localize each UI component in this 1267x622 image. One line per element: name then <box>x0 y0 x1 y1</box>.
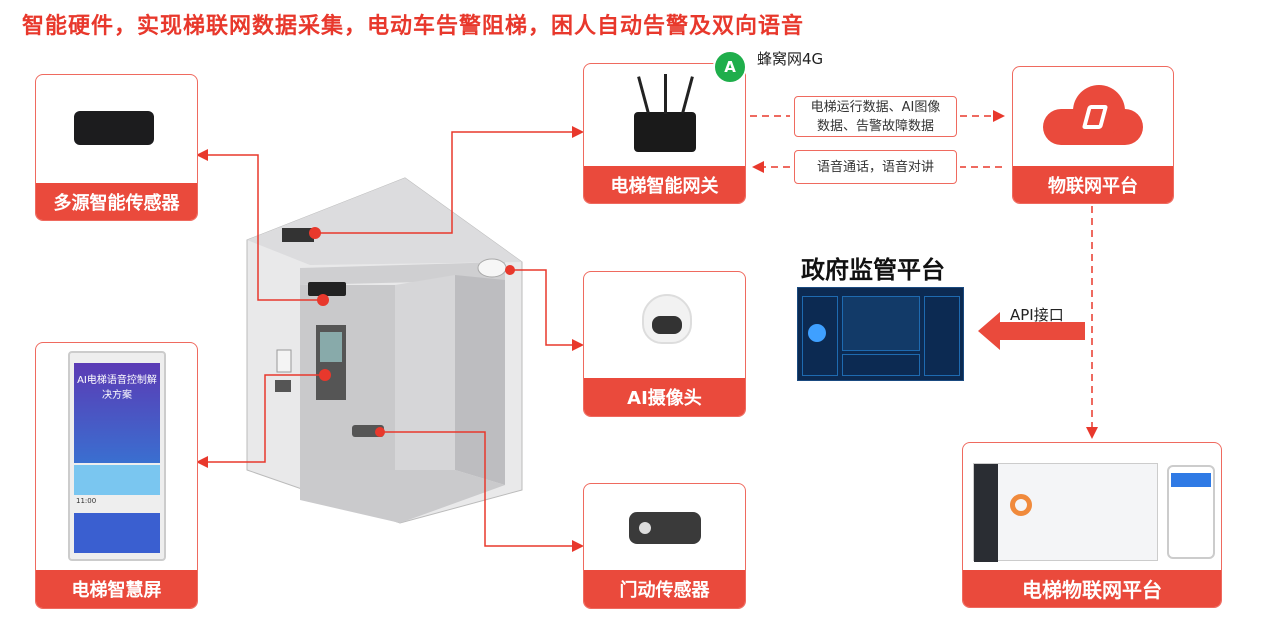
elevator-illustration <box>246 177 523 524</box>
screen-card[interactable]: AI电梯语音控制解决方案 11:00 电梯智慧屏 <box>35 342 198 609</box>
page-title: 智能硬件，实现梯联网数据采集，电动车告警阻梯，困人自动告警及双向语音 <box>22 14 805 39</box>
camera-card[interactable]: AI摄像头 <box>583 271 746 417</box>
uplink-message: 电梯运行数据、AI图像数据、告警故障数据 <box>794 96 957 137</box>
elevator-iot-card[interactable]: 电梯物联网平台 <box>962 442 1222 608</box>
mobile-app-screenshot <box>1167 465 1215 559</box>
api-arrow <box>978 312 1085 350</box>
screen-time: 11:00 <box>76 497 97 505</box>
cellular-badge: A <box>724 58 736 76</box>
gov-dashboard-thumbnail <box>797 287 964 381</box>
camera-label: AI摄像头 <box>584 378 745 416</box>
gateway-label: 电梯智能网关 <box>584 166 745 203</box>
elevator-iot-label: 电梯物联网平台 <box>963 570 1221 607</box>
sensor-label: 多源智能传感器 <box>36 183 197 220</box>
downlink-message: 语音通话，语音对讲 <box>794 150 957 184</box>
sensor-card[interactable]: 多源智能传感器 <box>35 74 198 221</box>
gov-platform-title: 政府监管平台 <box>801 256 945 284</box>
api-label: API接口 <box>1010 306 1064 324</box>
web-dashboard-screenshot <box>973 463 1158 562</box>
cloud-logo-icon <box>1043 85 1143 145</box>
door-sensor-card[interactable]: 门动传感器 <box>583 483 746 609</box>
iot-platform-card[interactable]: 物联网平台 <box>1012 66 1174 204</box>
multi-sensor-device-icon <box>74 111 154 145</box>
smart-screen-device: AI电梯语音控制解决方案 11:00 <box>68 351 166 561</box>
gateway-card[interactable]: 电梯智能网关 <box>583 63 746 204</box>
screen-headline: AI电梯语音控制解决方案 <box>74 363 160 463</box>
network-label: 蜂窝网4G <box>757 50 824 68</box>
screen-label: 电梯智慧屏 <box>36 570 197 608</box>
door-sensor-label: 门动传感器 <box>584 570 745 608</box>
iot-platform-label: 物联网平台 <box>1013 166 1173 203</box>
router-icon <box>634 112 696 152</box>
door-sensor-device-icon <box>629 512 701 544</box>
cellular-icon: A <box>713 50 747 84</box>
dome-camera-icon <box>642 294 692 344</box>
